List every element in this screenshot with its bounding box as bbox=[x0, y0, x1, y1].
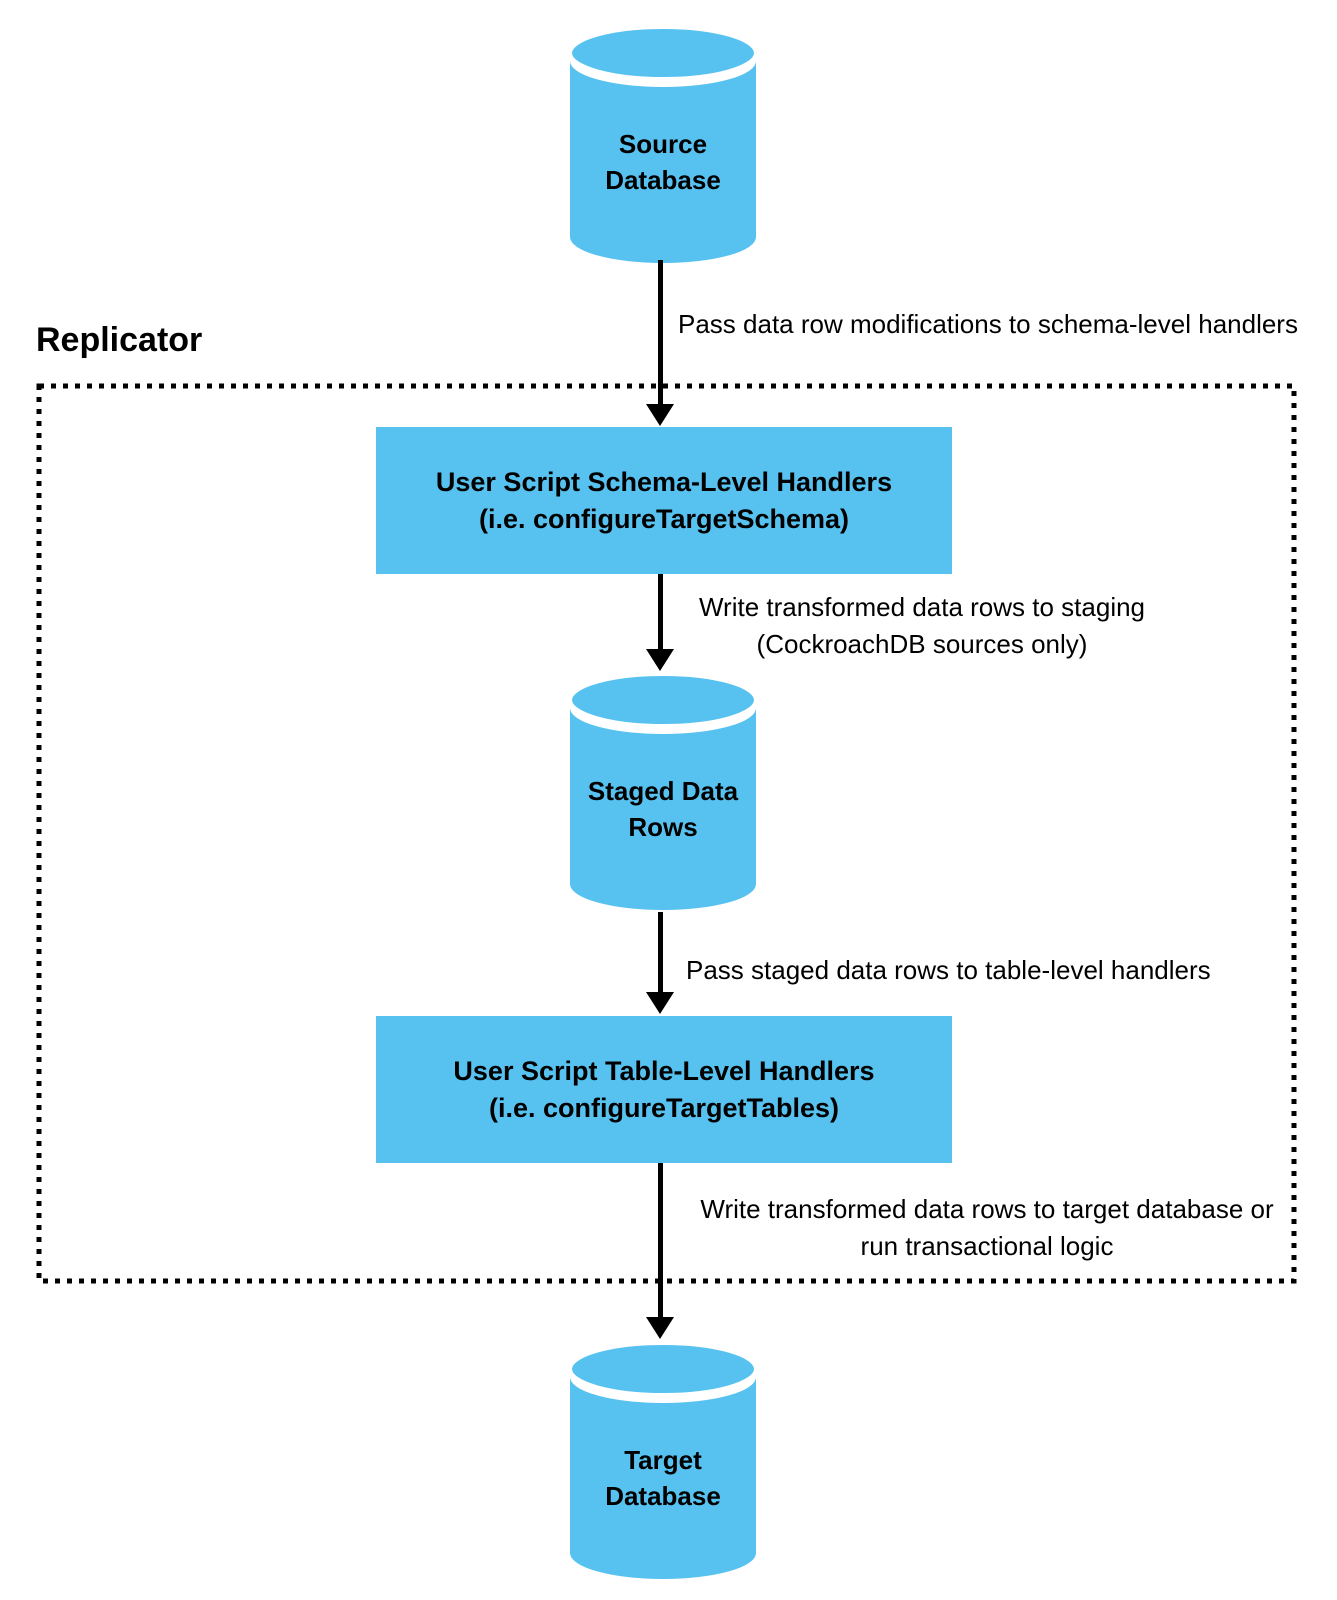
arrow-shaft bbox=[658, 1163, 663, 1317]
edge-label-table-to-target-line2: run transactional logic bbox=[860, 1231, 1114, 1261]
edge-label-source-to-schema: Pass data row modifications to schema-le… bbox=[678, 309, 1298, 339]
arrow-shaft bbox=[658, 912, 663, 992]
edge-label-staged-to-table: Pass staged data rows to table-level han… bbox=[686, 955, 1211, 985]
arrow-head-icon bbox=[646, 404, 674, 426]
target-database-label-line1: Target bbox=[624, 1445, 702, 1475]
schema-handlers-label-line1: User Script Schema-Level Handlers bbox=[435, 466, 893, 497]
replicator-group-label: Replicator bbox=[36, 321, 203, 359]
edge-label-schema-to-staged-line1: Write transformed data rows to staging bbox=[698, 592, 1146, 622]
replicator-boundary-rect bbox=[36, 383, 1297, 1284]
database-cylinder-icon bbox=[568, 672, 758, 910]
cylinder-lid bbox=[568, 1341, 758, 1397]
staged-data-rows-node: Staged Data Rows bbox=[568, 672, 758, 912]
target-database-label: Target Database bbox=[568, 1340, 758, 1582]
arrow-head-icon bbox=[646, 649, 674, 671]
source-database-node: Source Database bbox=[568, 25, 758, 265]
cylinder-lid bbox=[568, 672, 758, 728]
schema-level-handlers-node: User Script Schema-Level Handlers (i.e. … bbox=[376, 427, 952, 574]
cylinder-body bbox=[570, 708, 756, 910]
arrow-head-icon bbox=[646, 1317, 674, 1339]
arrow-shaft bbox=[658, 574, 663, 649]
source-database-label-line2: Database bbox=[605, 165, 721, 195]
staged-data-rows-label-line2: Rows bbox=[628, 812, 698, 842]
source-database-label: Source Database bbox=[568, 25, 758, 265]
database-cylinder-icon bbox=[568, 25, 758, 263]
arrow-shaft bbox=[658, 260, 663, 404]
arrow-head-icon bbox=[646, 992, 674, 1014]
edge-label-table-to-target: Write transformed data rows to target da… bbox=[676, 1191, 1298, 1265]
cylinder-body bbox=[570, 61, 756, 263]
table-level-handlers-node: User Script Table-Level Handlers (i.e. c… bbox=[376, 1016, 952, 1163]
target-database-node: Target Database bbox=[568, 1340, 758, 1582]
table-handlers-label-line2: (i.e. configureTargetTables) bbox=[488, 1092, 840, 1123]
staged-data-rows-label: Staged Data Rows bbox=[568, 672, 758, 912]
schema-handlers-label-line2: (i.e. configureTargetSchema) bbox=[478, 503, 850, 534]
target-database-label-line2: Database bbox=[605, 1481, 721, 1511]
edge-label-table-to-target-line1: Write transformed data rows to target da… bbox=[700, 1194, 1274, 1224]
edge-label-schema-to-staged: Write transformed data rows to staging (… bbox=[670, 589, 1174, 663]
edge-label-schema-to-staged-line2: (CockroachDB sources only) bbox=[756, 629, 1088, 659]
staged-data-rows-label-line1: Staged Data bbox=[587, 776, 739, 806]
cylinder-lid bbox=[568, 25, 758, 81]
cylinder-body bbox=[570, 1377, 756, 1579]
table-handlers-label-line1: User Script Table-Level Handlers bbox=[453, 1055, 875, 1086]
source-database-label-line1: Source bbox=[618, 129, 708, 159]
database-cylinder-icon bbox=[568, 1341, 758, 1579]
replicator-boundary bbox=[36, 383, 1297, 1284]
